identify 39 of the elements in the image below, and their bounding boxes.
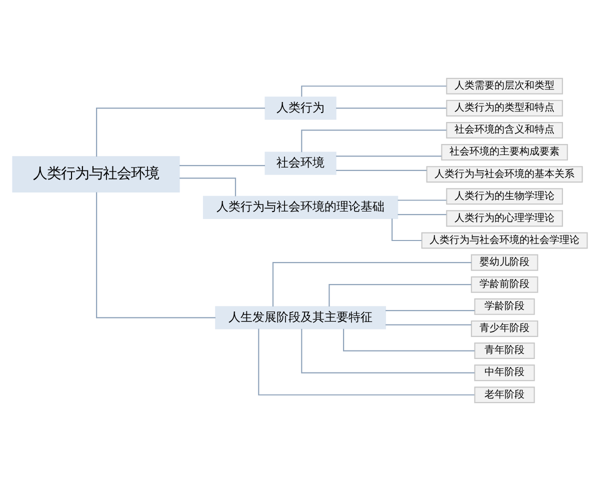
connector bbox=[392, 218, 422, 241]
connector bbox=[343, 328, 475, 351]
node-box: 老年阶段 bbox=[474, 386, 535, 403]
connector bbox=[336, 169, 427, 171]
connector bbox=[96, 192, 216, 318]
connector bbox=[272, 262, 472, 306]
connector bbox=[398, 214, 446, 215]
connector bbox=[336, 107, 446, 108]
connector bbox=[301, 85, 446, 96]
node-box: 人类行为 bbox=[264, 96, 336, 120]
connector bbox=[301, 129, 446, 152]
connector bbox=[386, 324, 472, 325]
connector bbox=[180, 164, 265, 166]
connector bbox=[336, 155, 442, 156]
connector bbox=[386, 309, 475, 311]
node-box: 婴幼儿阶段 bbox=[470, 254, 538, 270]
node-box: 社会环境的含义和特点 bbox=[446, 121, 563, 138]
connector bbox=[180, 177, 236, 196]
node-box: 人类行为与社会环境的理论基础 bbox=[202, 195, 398, 218]
node-box: 中年阶段 bbox=[474, 364, 535, 381]
node-box: 社会环境 bbox=[264, 151, 336, 174]
node-box: 人类行为的生物学理论 bbox=[446, 188, 563, 204]
node-box: 人生发展阶段及其主要特征 bbox=[215, 306, 386, 329]
node-box: 人类行为与社会环境的社会学理论 bbox=[421, 232, 588, 248]
node-box: 人类行为的类型和特点 bbox=[446, 99, 563, 116]
node-box: 人类需要的层次和类型 bbox=[446, 77, 563, 94]
node-box: 人类行为与社会环境 bbox=[12, 156, 180, 192]
node-box: 学龄前阶段 bbox=[470, 276, 538, 292]
connector bbox=[96, 107, 266, 156]
connector bbox=[301, 328, 475, 373]
connector bbox=[328, 284, 472, 306]
node-box: 人类行为与社会环境的基本关系 bbox=[426, 166, 583, 182]
node-box: 社会环境的主要构成要素 bbox=[441, 144, 568, 160]
node-box: 青少年阶段 bbox=[470, 320, 538, 336]
node-box: 人类行为的心理学理论 bbox=[446, 210, 563, 226]
connector bbox=[398, 199, 446, 200]
connector bbox=[258, 328, 474, 395]
node-box: 学龄阶段 bbox=[474, 298, 535, 314]
node-box: 青年阶段 bbox=[474, 342, 535, 359]
